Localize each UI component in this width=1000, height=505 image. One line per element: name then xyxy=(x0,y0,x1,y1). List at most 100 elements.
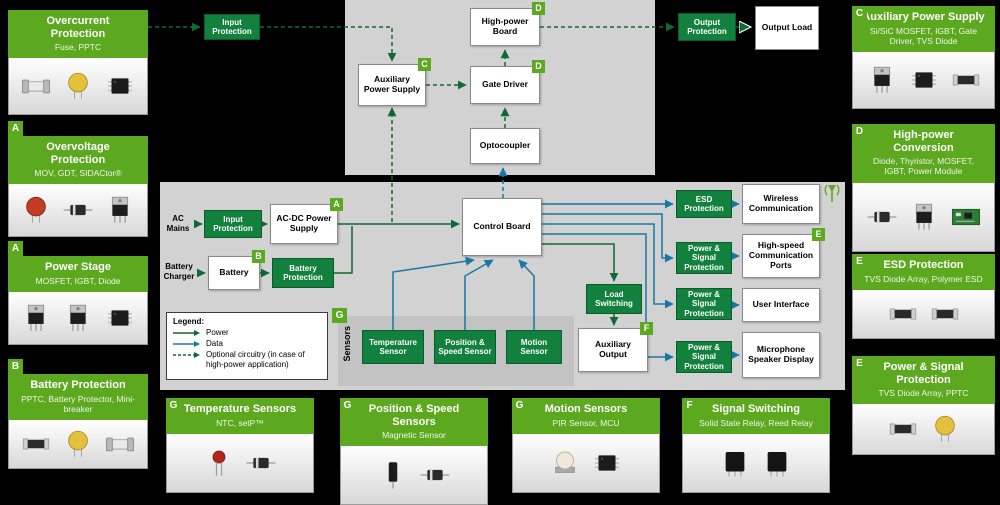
product-photo xyxy=(852,289,995,339)
card-subtitle: Magnetic Sensor xyxy=(382,430,446,441)
card-badge: E xyxy=(852,254,867,269)
card-title: Motion Sensors xyxy=(544,403,628,415)
node-label: High-speed Communication Ports xyxy=(748,240,814,270)
node-power-signal-protection-3: Power & Signal Protection xyxy=(676,341,732,373)
node-label: Input Protection xyxy=(213,214,253,233)
node-microphone-speaker-display: Microphone Speaker Display xyxy=(742,332,820,378)
product-photo xyxy=(166,433,314,493)
node-label: Battery Protection xyxy=(283,263,323,282)
node-position-speed-sensor: Position & Speed Sensor xyxy=(434,330,496,364)
card-badge: G xyxy=(166,398,181,413)
node-esd-protection: ESD Protection xyxy=(676,190,732,218)
product-photo xyxy=(852,182,995,252)
card-header: Power Stage MOSFET, IGBT, Diode xyxy=(8,256,148,292)
card-title: Power & Signal Protection xyxy=(883,361,964,386)
product-photo xyxy=(8,291,148,345)
legend-label: Power xyxy=(206,328,229,337)
node-label: Battery xyxy=(219,267,249,278)
card-signal-switching: F Signal Switching Solid State Relay, Re… xyxy=(682,398,830,493)
node-control-board: Control Board xyxy=(462,198,542,256)
card-badge: F xyxy=(682,398,697,413)
sensors-panel-label: Sensors xyxy=(342,326,352,362)
card-subtitle: TVS Diode Array, PPTC xyxy=(878,388,969,399)
legend: Legend: Power Data Optional circuitry (i… xyxy=(166,312,328,380)
node-label: High-power Board xyxy=(481,16,529,36)
card-badge: B xyxy=(8,359,23,374)
node-badge: C xyxy=(418,58,431,71)
label-ac-mains: AC Mains xyxy=(166,214,190,233)
card-subtitle: Fuse, PPTC xyxy=(54,42,102,53)
legend-label: Optional circuitry (in case of high-powe… xyxy=(206,350,305,369)
node-input-protection-top: Input Protection xyxy=(204,14,260,40)
card-overvoltage-protection: A Overvoltage Protection MOV, GDT, SIDAC… xyxy=(8,121,148,238)
node-badge: B xyxy=(252,250,265,263)
card-header: Position & Speed Sensors Magnetic Sensor xyxy=(340,398,488,447)
card-title: Battery Protection xyxy=(30,379,126,391)
node-label: User Interface xyxy=(752,299,810,310)
card-title: Overcurrent Protection xyxy=(46,15,110,40)
node-auxiliary-output: Auxiliary Output F xyxy=(578,322,653,372)
card-subtitle: TVS Diode Array, Polymer ESD xyxy=(864,273,983,284)
card-battery-protection: B Battery Protection PPTC, Battery Prote… xyxy=(8,359,148,470)
legend-label: Data xyxy=(206,339,223,349)
legend-row-power: Power xyxy=(173,328,321,337)
sensors-badge: G xyxy=(332,308,347,323)
card-header: Overvoltage Protection MOV, GDT, SIDACto… xyxy=(8,136,148,185)
card-subtitle: MOSFET, IGBT, Diode xyxy=(35,275,121,286)
card-header: Overcurrent Protection Fuse, PPTC xyxy=(8,10,148,59)
product-photo xyxy=(8,184,148,238)
card-subtitle: Solid State Relay, Reed Relay xyxy=(699,417,813,428)
node-label: Auxiliary Output xyxy=(595,339,631,359)
card-title: Temperature Sensors xyxy=(183,403,297,415)
node-badge: D xyxy=(532,60,545,73)
node-battery-protection: Battery Protection xyxy=(272,258,334,288)
legend-title: Legend: xyxy=(173,317,205,326)
card-position-speed-sensors: G Position & Speed Sensors Magnetic Sens… xyxy=(340,398,488,505)
product-photo xyxy=(340,446,488,505)
node-input-protection: Input Protection xyxy=(204,210,262,238)
node-battery: Battery B xyxy=(208,250,265,290)
node-wireless-communication: Wireless Communication xyxy=(742,184,820,224)
node-label: Gate Driver xyxy=(482,79,528,90)
node-badge: D xyxy=(532,2,545,15)
node-label: Optocoupler xyxy=(479,140,531,151)
label-battery-charger: Battery Charger xyxy=(163,262,195,281)
card-subtitle: Si/SiC MOSFET, IGBT, Gate Driver, TVS Di… xyxy=(869,25,978,46)
card-header: Power & Signal Protection TVS Diode Arra… xyxy=(852,356,995,405)
card-subtitle: MOV, GDT, SIDACtor® xyxy=(34,168,122,179)
product-photo xyxy=(682,433,830,493)
card-overcurrent-protection: Overcurrent Protection Fuse, PPTC xyxy=(8,10,148,116)
card-header: High-power Conversion Diode, Thyristor, … xyxy=(852,124,995,183)
card-badge: D xyxy=(852,124,867,139)
node-power-signal-protection-2: Power & Signal Protection xyxy=(676,288,732,320)
card-temperature-sensors: G Temperature Sensors NTC, setP™ xyxy=(166,398,314,493)
node-output-protection: Output Protection xyxy=(678,13,736,41)
card-badge: G xyxy=(340,398,355,413)
node-output-load: Output Load xyxy=(755,6,819,50)
card-title: ESD Protection xyxy=(883,259,964,271)
card-title: Auxiliary Power Supply xyxy=(862,11,985,23)
card-motion-sensors: G Motion Sensors PIR Sensor, MCU xyxy=(512,398,660,493)
node-aux-power-supply: Auxiliary Power Supply C xyxy=(358,58,431,106)
card-subtitle: PPTC, Battery Protector, Mini-breaker xyxy=(21,393,135,414)
card-esd-protection: E ESD Protection TVS Diode Array, Polyme… xyxy=(852,254,995,339)
node-label: Power & Signal Protection xyxy=(684,343,724,371)
card-title: Overvoltage Protection xyxy=(46,141,110,166)
node-label: Position & Speed Sensor xyxy=(438,337,492,356)
product-photo xyxy=(512,433,660,493)
card-header: Signal Switching Solid State Relay, Reed… xyxy=(682,398,830,434)
node-label: Power & Signal Protection xyxy=(684,290,724,318)
node-badge: F xyxy=(640,322,653,335)
antenna-icon xyxy=(824,184,840,202)
card-header: ESD Protection TVS Diode Array, Polymer … xyxy=(852,254,995,290)
node-temperature-sensor: Temperature Sensor xyxy=(362,330,424,364)
node-badge: A xyxy=(330,198,343,211)
card-badge: E xyxy=(852,356,867,371)
node-optocoupler: Optocoupler xyxy=(470,128,540,164)
card-title: Signal Switching xyxy=(711,403,800,415)
node-label: Wireless Communication xyxy=(748,193,814,213)
card-title: Position & Speed Sensors xyxy=(368,403,460,428)
node-motion-sensor: Motion Sensor xyxy=(506,330,562,364)
node-label: Input Protection xyxy=(212,17,252,36)
